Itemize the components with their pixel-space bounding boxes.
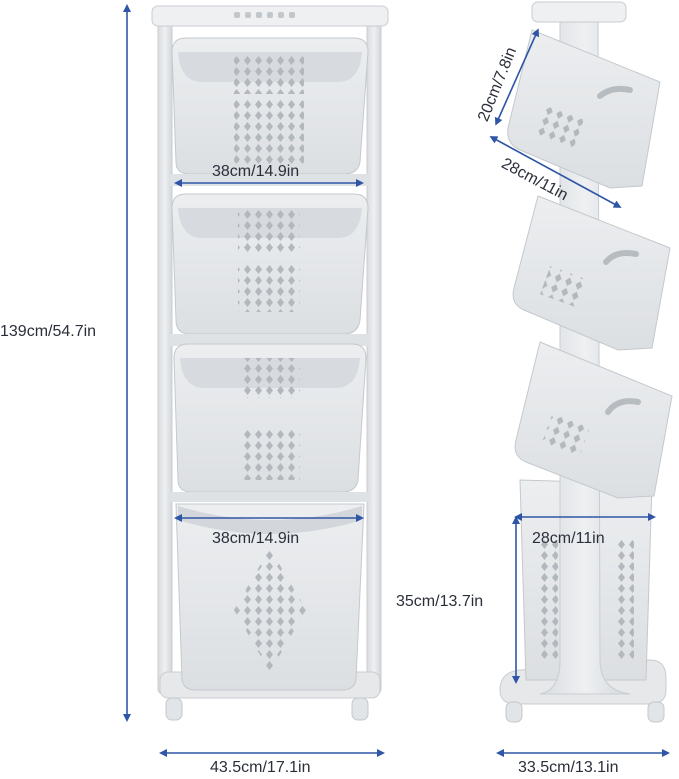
front-basket-2: [171, 193, 369, 335]
front-view-cart: [151, 5, 389, 721]
front-basket-3: [173, 343, 367, 493]
base-width-label: 43.5cm/17.1in: [210, 759, 311, 776]
side-bottom-basket-depth-label: 28cm/11in: [532, 530, 605, 547]
side-bottom-basket-height-label: 35cm/13.7in: [396, 593, 484, 610]
side-basket-height-line: [494, 28, 540, 126]
side-basket-3: [514, 341, 673, 499]
side-basket-depth-line: [489, 136, 622, 208]
front-basket-1: [171, 37, 369, 175]
front-basket-4: [175, 503, 365, 691]
dimension-lines: [123, 4, 670, 757]
side-basket-2: [512, 195, 671, 351]
bottom-basket-width-label: 38cm/14.9in: [212, 530, 300, 547]
top-basket-width-label: 38cm/14.9in: [212, 163, 300, 180]
height-label: 139cm/54.7in: [0, 323, 97, 340]
side-basket-1: [507, 29, 661, 189]
base-depth-label: 33.5cm/13.1in: [518, 759, 619, 776]
side-view-cart: [499, 1, 673, 723]
